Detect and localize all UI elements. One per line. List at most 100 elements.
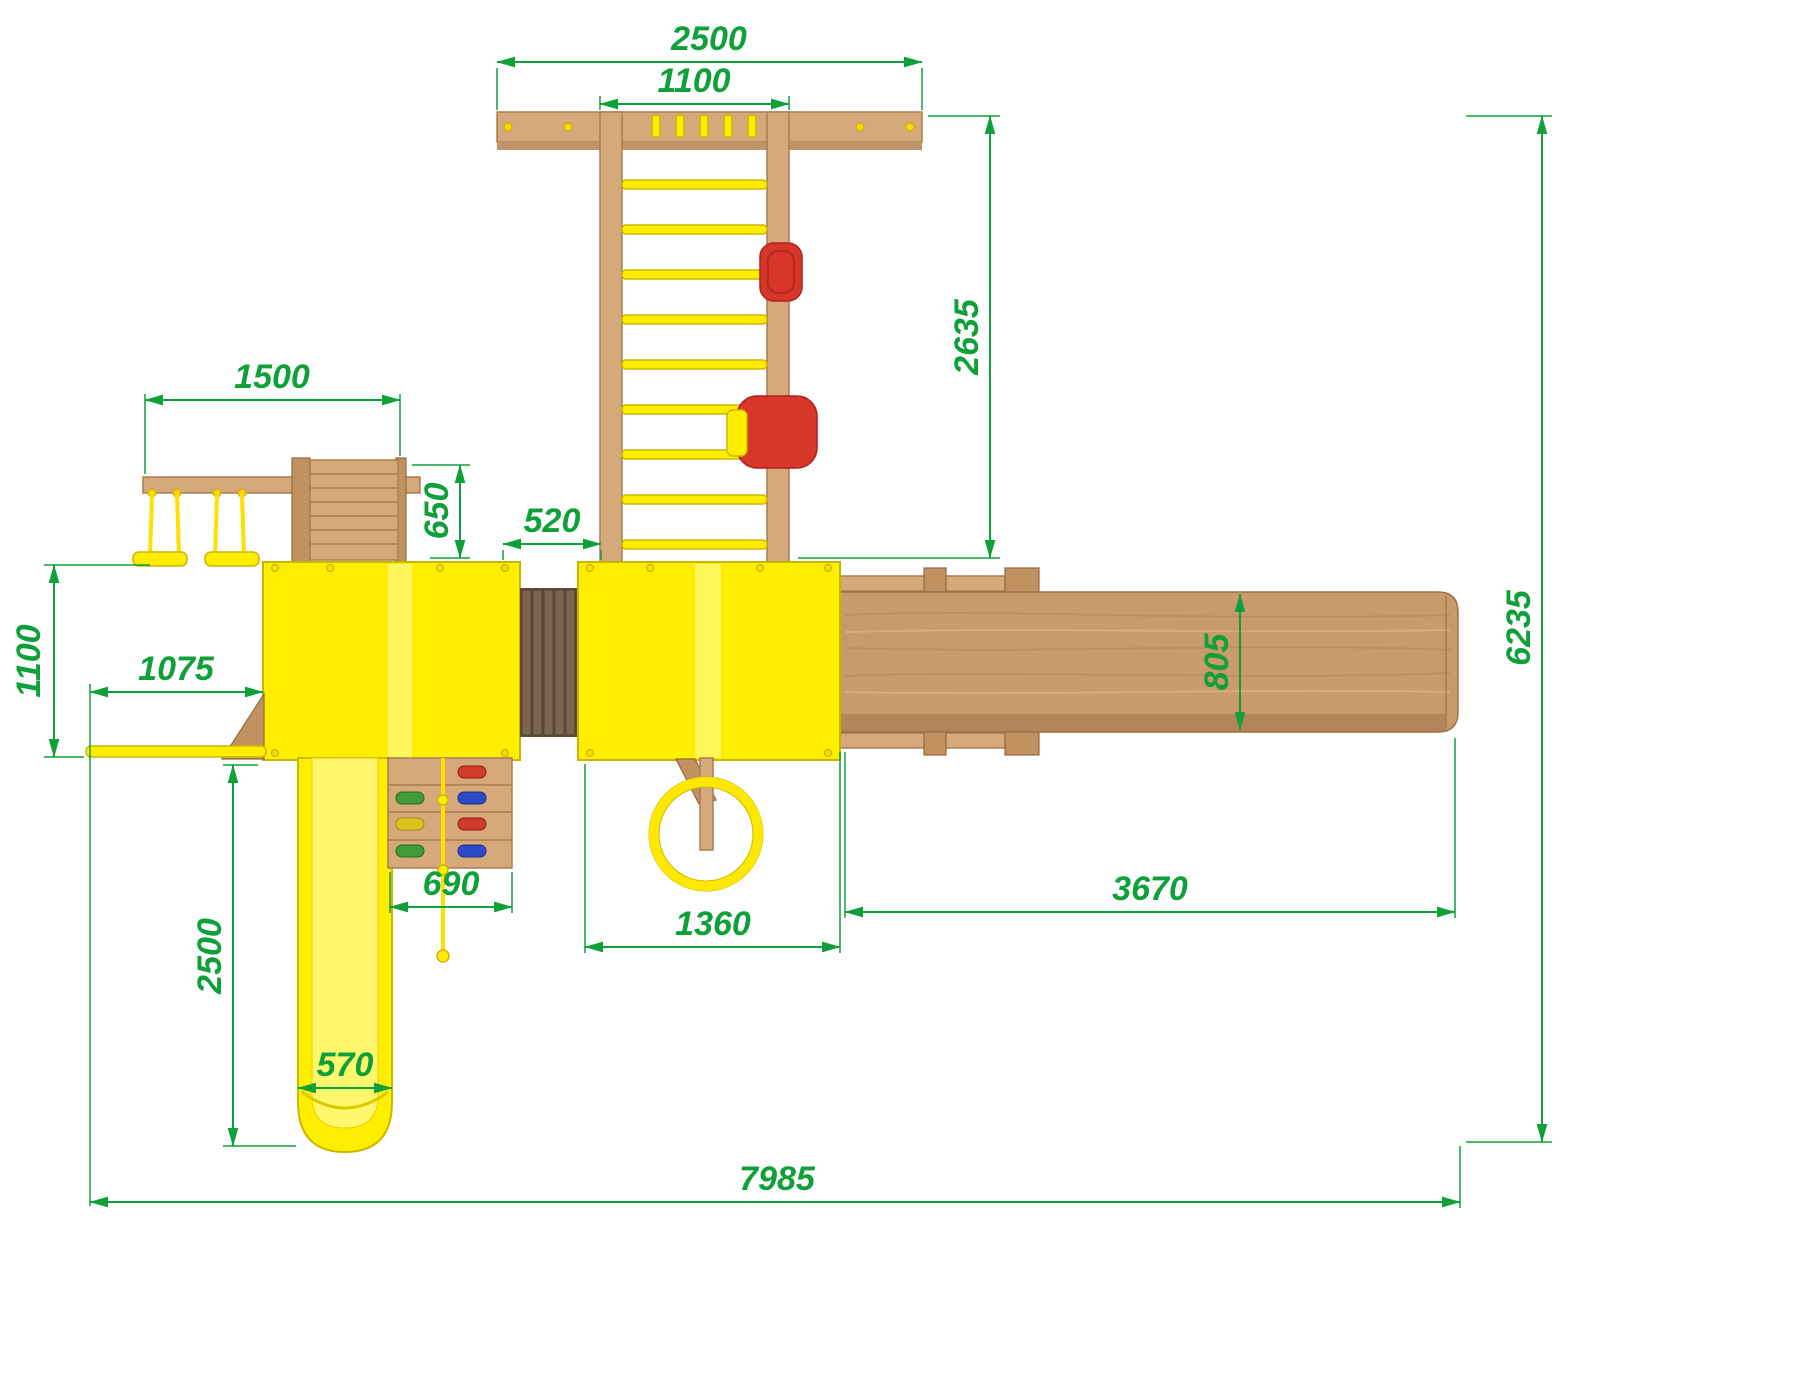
slide-exit-curve (301, 1090, 389, 1110)
bolt (855, 122, 865, 132)
dim-label: 1100 (657, 62, 730, 100)
dim-front-overhang: 1075 (89, 650, 264, 1206)
dim-label: 520 (524, 502, 581, 540)
climbing-wall (387, 757, 513, 963)
dim-bridge-gap: 520 (502, 502, 602, 560)
bolt (905, 122, 915, 132)
bridge (520, 588, 578, 737)
dim-label: 1075 (138, 650, 215, 688)
dim-climb-wall-width: 690 (389, 865, 513, 913)
bolt (503, 122, 513, 132)
slide-channel (311, 757, 379, 1129)
climb-hold-yellow (395, 817, 425, 831)
dim-beam-depth: 805 (1198, 593, 1246, 731)
dim-label: 805 (1198, 633, 1236, 691)
rail-tie-top (923, 567, 947, 593)
dim-label: 3670 (1112, 870, 1188, 908)
ladder-rung (621, 539, 768, 550)
top-beam-edge (497, 142, 922, 150)
plank-lines (388, 784, 512, 841)
top-rung (747, 114, 757, 138)
ladder-rung (621, 179, 768, 190)
top-rung (723, 114, 733, 138)
wood-grain (844, 629, 1451, 633)
rope-knot (436, 949, 450, 963)
swing-seat (132, 551, 188, 567)
stair-stringer-left (291, 457, 311, 563)
bucket-seat (736, 395, 818, 469)
ring-outline-inner (658, 786, 754, 882)
dim-overall-width: 7985 (89, 1146, 1461, 1208)
bolt (824, 749, 832, 757)
bolt (436, 564, 444, 572)
bridge-plank (532, 589, 543, 736)
dim-slide-length: 2500 (191, 764, 296, 1147)
ladder-rung (621, 224, 768, 235)
bolt (501, 564, 509, 572)
climb-hold-blue (457, 791, 487, 805)
bolt (271, 564, 279, 572)
dim-label: 1360 (675, 905, 751, 943)
top-rung (699, 114, 709, 138)
platform-sheen (388, 564, 412, 758)
ladder-rung (621, 314, 768, 325)
dim-label: 690 (423, 865, 480, 903)
left-platform (262, 561, 521, 761)
dim-ladder-length: 2635 (798, 115, 1000, 559)
beam-shadow (838, 714, 1446, 732)
climb-hold-red (457, 817, 487, 831)
gym-ring (649, 777, 763, 891)
bolt (501, 749, 509, 757)
top-rung (651, 114, 661, 138)
dim-swing-beam-length: 1500 (144, 358, 401, 474)
ladder-rail-left (599, 111, 623, 564)
dim-stair-depth: 650 (412, 464, 470, 559)
dim-overall-depth: 6235 (1466, 115, 1552, 1143)
climb-hold-green (395, 844, 425, 858)
right-beam-assembly (837, 567, 1459, 756)
swing-rope (148, 494, 181, 557)
bolt (563, 122, 573, 132)
support-triangle (220, 691, 265, 760)
dim-label: 570 (317, 1046, 374, 1084)
platform-sheen (695, 564, 721, 758)
wood-grain (844, 672, 1451, 677)
ladder-rung (621, 269, 768, 280)
stairs (291, 457, 407, 563)
dim-right-beam-length: 3670 (844, 738, 1456, 918)
bolt (824, 564, 832, 572)
dim-label: 1500 (234, 358, 310, 396)
climb-hold-red (457, 765, 487, 779)
ladder-rung (621, 494, 768, 505)
ladder-rail-right (766, 111, 790, 564)
dim-label: 6235 (1500, 589, 1538, 666)
bridge-plank (521, 589, 532, 736)
dim-ring-bay-width: 1360 (584, 752, 841, 953)
slide-edge-bar (85, 745, 267, 758)
dim-label: 7985 (739, 1160, 816, 1198)
bridge-plank (565, 589, 576, 736)
swing-seat (204, 551, 260, 567)
bridge-plank (554, 589, 565, 736)
bolt (326, 564, 334, 572)
swing-rope (213, 494, 246, 557)
slide (297, 757, 393, 1154)
stair-steps (309, 459, 399, 561)
bolt (756, 564, 764, 572)
dim-label: 2500 (670, 20, 747, 58)
dim-label: 2500 (191, 918, 229, 995)
dim-label: 2635 (948, 298, 986, 376)
bucket-seat-hook (726, 409, 748, 457)
step-lines (310, 473, 398, 545)
steering-wheel (759, 242, 803, 302)
ladder-rung (621, 359, 768, 370)
ring-post (699, 757, 714, 851)
bolt (271, 749, 279, 757)
dim-top-beam-width: 2500 (496, 20, 923, 110)
monkey-ladder (599, 111, 818, 564)
wood-grain (844, 611, 1451, 619)
climb-hold-blue (457, 844, 487, 858)
steering-wheel-inner (767, 250, 795, 294)
wood-grain (844, 689, 1451, 695)
